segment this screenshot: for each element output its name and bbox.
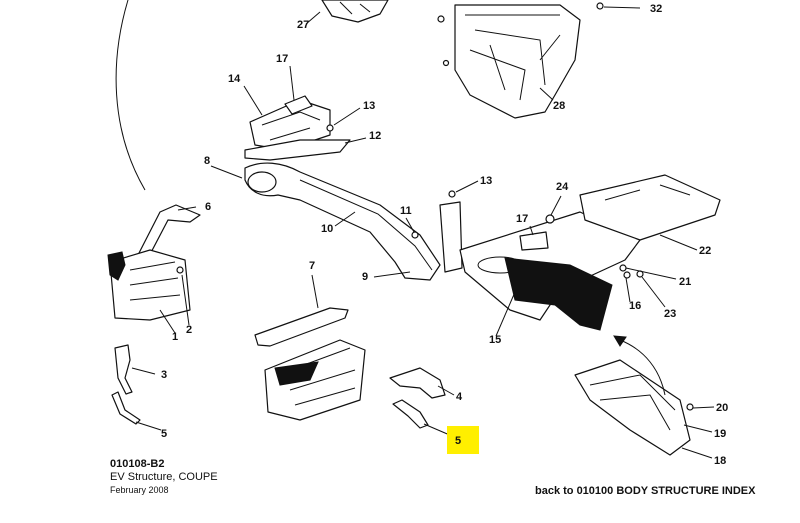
diagram-title: EV Structure, COUPE: [110, 471, 218, 483]
part-3-bracket: [114, 344, 133, 395]
callout-9: 9: [362, 271, 368, 283]
callout-8: 8: [204, 155, 210, 167]
part-24-plug: [545, 214, 555, 224]
callout-10: 10: [321, 223, 333, 235]
callout-5-highlight: [447, 426, 479, 454]
callout-5-left: 5: [161, 428, 167, 440]
part-22-openings: [604, 184, 691, 201]
diagram-code: 010108-B2: [110, 458, 165, 470]
callout-13-upper: 13: [363, 100, 375, 112]
callout-22: 22: [699, 245, 711, 257]
part-9-post: [439, 201, 463, 273]
callout-11: 11: [400, 205, 412, 217]
callout-5-right: 5: [455, 435, 461, 447]
callout-12: 12: [369, 130, 381, 142]
part-5-left-bracket: [111, 391, 141, 425]
callout-32: 32: [650, 3, 662, 15]
part-5-right-bracket: [392, 399, 429, 429]
part-18-19-bracket-group: [574, 359, 691, 456]
back-to-index-link[interactable]: back to 010100 BODY STRUCTURE INDEX: [535, 485, 756, 497]
part-27-bracket: [321, 0, 389, 23]
crash-box-assembly: [264, 339, 366, 421]
part-1-front-rail: [107, 249, 191, 321]
part-17-upper-bracket: [284, 95, 313, 115]
callout-15: 15: [489, 334, 501, 346]
callout-1: 1: [172, 331, 178, 343]
callout-7: 7: [309, 260, 315, 272]
part-11-bolt: [411, 231, 419, 239]
part-10-cross-beam: [244, 162, 441, 281]
part-13-upper-bolt: [326, 124, 334, 132]
callout-labels: 27 32 28 14 17 13 12 8 10 11 6 9 13 24 1…: [161, 3, 728, 467]
direction-arrowhead: [613, 335, 627, 347]
callout-20: 20: [716, 402, 728, 414]
callout-4: 4: [456, 391, 463, 403]
callout-23: 23: [664, 308, 676, 320]
callout-17-upper: 17: [276, 53, 288, 65]
part-21-fastener: [619, 264, 627, 272]
callout-19: 19: [714, 428, 726, 440]
part-32-fastener: [596, 2, 604, 10]
callout-13-lower: 13: [480, 175, 492, 187]
part-4-bracket: [389, 367, 446, 399]
diagram-date: February 2008: [110, 485, 169, 495]
leader-lines: [131, 6, 715, 459]
callout-18: 18: [714, 455, 726, 467]
part-28-box-assembly: [437, 4, 581, 119]
direction-arrow: [619, 339, 666, 396]
part-7-strip: [254, 307, 349, 347]
callout-14: 14: [228, 73, 241, 85]
part-13-lower-bolt: [448, 190, 456, 198]
callout-3: 3: [161, 369, 167, 381]
callout-27: 27: [297, 19, 309, 31]
callout-17-lower: 17: [516, 213, 528, 225]
callout-6: 6: [205, 201, 211, 213]
callout-21: 21: [679, 276, 691, 288]
part-15-floor-panel: [459, 211, 641, 331]
callout-24: 24: [556, 181, 569, 193]
callout-2: 2: [186, 324, 192, 336]
part-16-fastener: [623, 271, 631, 279]
callout-28: 28: [553, 100, 565, 112]
part-2-fastener: [176, 266, 184, 274]
part-17-lower-bracket: [519, 231, 549, 251]
callout-16: 16: [629, 300, 641, 312]
part-20-fastener: [686, 403, 694, 411]
vehicle-outline-arc: [115, 0, 146, 191]
part-12-strap: [244, 139, 351, 161]
part-22-panel: [579, 174, 721, 241]
